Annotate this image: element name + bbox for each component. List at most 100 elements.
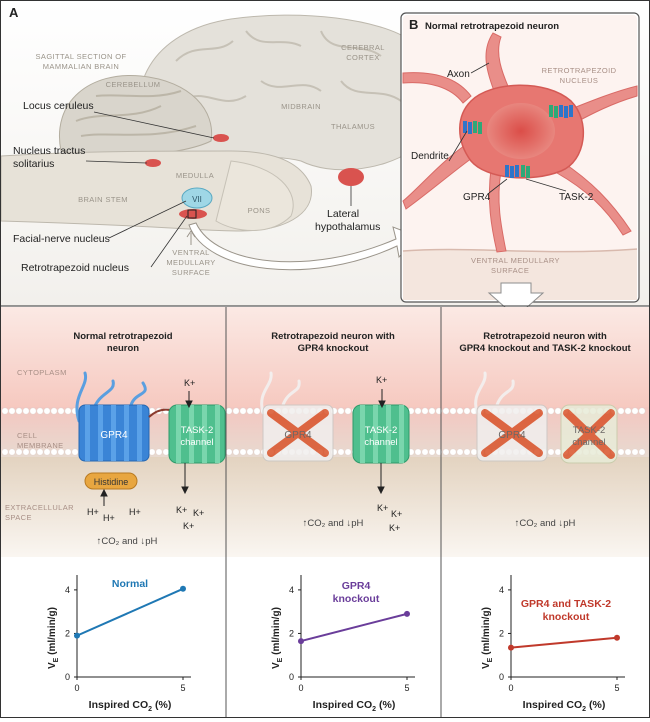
label-vms-1: VENTRAL <box>172 248 209 257</box>
y-tick-label: 2 <box>65 628 70 638</box>
lipid-head-bottom <box>225 448 233 456</box>
lipid-head-bottom <box>253 448 261 456</box>
lipid-head-bottom <box>442 448 450 456</box>
process-right-lower <box>556 160 632 236</box>
col2-task2-channel: TASK-2 channel <box>352 404 410 464</box>
col2-gpr4-label: GPR4 <box>284 430 312 441</box>
x-tick-label: 0 <box>298 683 303 693</box>
lateral-hypothalamus-spot <box>338 168 364 186</box>
y-tick-label: 4 <box>65 585 70 595</box>
xlabel-rest: (%) <box>376 699 395 711</box>
col2-k-in: K+ <box>376 375 387 385</box>
pons-shape <box>215 160 294 231</box>
col1-gpr4-label: GPR4 <box>100 430 128 441</box>
x-axis-label: Inspired CO2 (%) <box>89 699 172 713</box>
label-medulla: MEDULLA <box>176 171 214 180</box>
x-tick-label: 5 <box>404 683 409 693</box>
label-vms-b-1: VENTRAL MEDULLARY <box>471 256 560 265</box>
col1-task2-channel: TASK-2 channel <box>168 404 226 464</box>
lipid-head-bottom <box>1 448 9 456</box>
series-label-1: Normal <box>112 578 148 590</box>
col2-k-out-1: K+ <box>377 503 388 513</box>
label-cerebral-1: CEREBRAL <box>341 43 385 52</box>
col3-task2-label-1: TASK-2 <box>573 425 606 436</box>
pointer-axon <box>470 62 490 74</box>
col2-k-out-3: K+ <box>389 523 400 533</box>
lipid-head-bottom <box>421 448 429 456</box>
col1-task2-label-2: channel <box>180 437 213 448</box>
col2-task2-label-1: TASK-2 <box>365 425 398 436</box>
lipid-head-bottom <box>547 448 555 456</box>
pointer-locus <box>93 111 215 139</box>
lipid-head-bottom <box>232 448 240 456</box>
locus-ceruleus-spot <box>213 134 229 142</box>
cerebrum-folds <box>175 30 402 102</box>
label-cell-2: MEMBRANE <box>17 441 64 450</box>
lipid-head-bottom <box>22 448 30 456</box>
nts-spot <box>145 159 161 167</box>
pointer-task2 <box>525 178 567 192</box>
col1-k-out-3: K+ <box>183 521 194 531</box>
receptor-clusters <box>463 105 573 178</box>
lipid-head-bottom <box>344 448 352 456</box>
ylabel-rest: (ml/min/g) <box>271 607 282 658</box>
series-line <box>510 636 618 649</box>
label-lh-1: Lateral <box>327 208 359 220</box>
ventral-surface-line <box>402 248 638 253</box>
lipid-head-top <box>421 407 429 415</box>
cluster-top <box>549 105 573 118</box>
lipid-head-top <box>463 407 471 415</box>
lipid-head-bottom <box>43 448 51 456</box>
col1-title-2: neuron <box>107 343 139 354</box>
x-axis-label: Inspired CO2 (%) <box>313 699 396 713</box>
label-thalamus: THALAMUS <box>331 122 375 131</box>
panel-a-letter: A <box>9 5 19 20</box>
lipid-head-bottom <box>617 448 625 456</box>
col2-title-2: GPR4 knockout <box>298 343 370 354</box>
x-tick-label: 5 <box>180 683 185 693</box>
label-lh-2: hypothalamus <box>315 221 380 233</box>
col1-h-2: H+ <box>103 513 115 523</box>
data-point <box>614 634 620 641</box>
neuron-nucleus <box>487 103 555 159</box>
pointer-dendrite <box>448 130 468 162</box>
series-label-2: knockout <box>543 611 590 623</box>
col2-co2-ph: ↑CO₂ and ↓pH <box>303 518 364 529</box>
lipid-head-bottom <box>8 448 16 456</box>
pointer-nts <box>85 160 148 164</box>
cluster-left <box>463 121 482 134</box>
col3-title-1: Retrotrapezoid neuron with <box>483 331 607 342</box>
chart-band <box>1 557 649 717</box>
histidine-label: Histidine <box>94 477 129 487</box>
label-vms-3: SURFACE <box>172 268 210 277</box>
lipid-head-bottom <box>470 448 478 456</box>
down-arrow <box>487 282 545 318</box>
col1-h-3: H+ <box>129 507 141 517</box>
lipid-head-bottom <box>428 448 436 456</box>
lipid-head-bottom <box>337 448 345 456</box>
label-nts-2: solitarius <box>13 158 54 170</box>
label-cerebellum: CEREBELLUM <box>106 80 161 89</box>
lipid-head-top <box>232 407 240 415</box>
rtn-zoom-box <box>187 209 197 219</box>
lipid-head-bottom <box>463 448 471 456</box>
lipid-head-bottom <box>631 448 639 456</box>
lipid-head-bottom <box>246 448 254 456</box>
col1-title-1: Normal retrotrapezoid <box>73 331 172 342</box>
col3-gpr4-knocked-out: GPR4 <box>474 371 548 462</box>
label-pons: PONS <box>248 206 271 215</box>
lipid-head-top <box>456 407 464 415</box>
col3-gpr4-x <box>481 409 543 457</box>
ylabel-rest: (ml/min/g) <box>481 607 492 658</box>
ylabel-main: V <box>47 662 58 669</box>
lipid-head-bottom <box>64 448 72 456</box>
lipid-head-bottom <box>449 448 457 456</box>
data-point <box>404 610 410 617</box>
pointer-rtn <box>150 215 188 268</box>
series-line <box>76 587 184 637</box>
data-point <box>508 644 514 651</box>
y-axis-label: VE (ml/min/g) <box>47 607 60 669</box>
